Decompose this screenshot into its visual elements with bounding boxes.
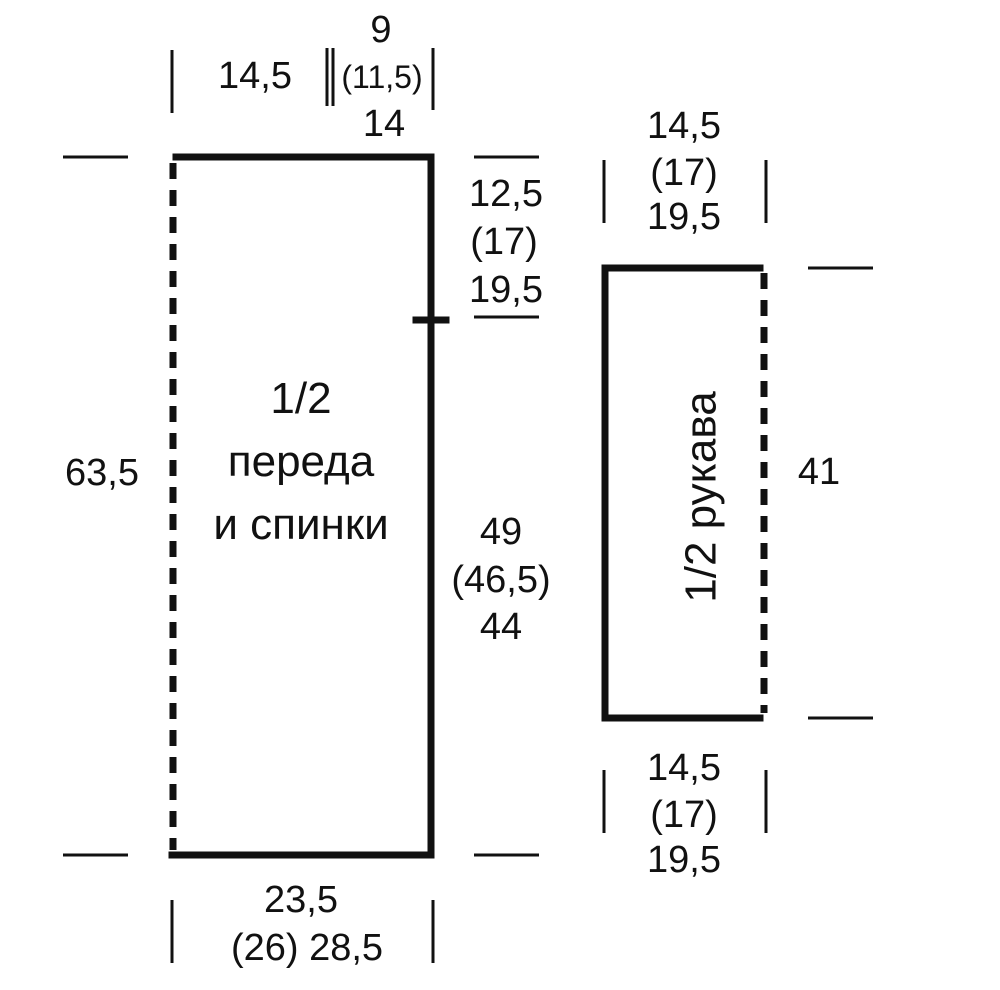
body-title-fraction: 1/2 bbox=[270, 374, 331, 423]
sleeve-height: 41 bbox=[798, 451, 840, 493]
bottom-width-line2: (26) 28,5 bbox=[231, 927, 383, 969]
sleeve-piece: 14,5 (17) 19,5 1/2 рукава 41 14,5 (17) 1… bbox=[601, 105, 873, 881]
side-length-line3: 44 bbox=[480, 606, 522, 648]
neck-width-bottom: 14 bbox=[363, 103, 405, 145]
sleeve-title: 1/2 рукава bbox=[677, 391, 726, 603]
sleeve-top-width-line2: (17) bbox=[650, 152, 718, 194]
body-piece: 14,5 9 (11,5) 14 1/2 переда и спинки 63,… bbox=[63, 9, 551, 969]
body-title-line2: и спинки bbox=[213, 500, 388, 549]
side-length-line2: (46,5) bbox=[451, 559, 550, 601]
armhole-depth-line1: 12,5 bbox=[469, 173, 543, 215]
top-left-width: 14,5 bbox=[218, 55, 292, 97]
sleeve-bottom-width-line3: 19,5 bbox=[647, 839, 721, 881]
armhole-depth-line3: 19,5 bbox=[469, 269, 543, 311]
sleeve-bottom-width-line2: (17) bbox=[650, 794, 718, 836]
body-title-line1: переда bbox=[228, 437, 375, 486]
neck-width-top: 9 bbox=[370, 9, 391, 51]
armhole-depth-line2: (17) bbox=[470, 221, 538, 263]
side-length-line1: 49 bbox=[480, 511, 522, 553]
bottom-width-line1: 23,5 bbox=[264, 879, 338, 921]
sleeve-top-width-line3: 19,5 bbox=[647, 196, 721, 238]
total-height: 63,5 bbox=[65, 452, 139, 494]
neck-width-mid: (11,5) bbox=[341, 59, 422, 95]
sleeve-top-width-line1: 14,5 bbox=[647, 105, 721, 147]
sleeve-bottom-width-line1: 14,5 bbox=[647, 747, 721, 789]
